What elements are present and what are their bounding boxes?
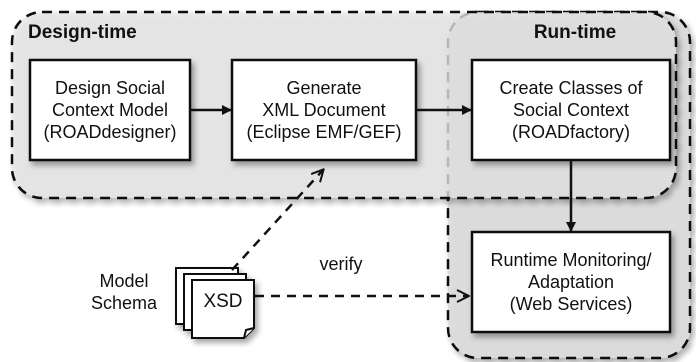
create-classes-box [470, 58, 672, 162]
model-schema-label: Model Schema [90, 271, 158, 313]
design-time-title: Design-time [28, 22, 137, 43]
generate-xml-box [230, 58, 418, 162]
runtime-monitoring-label: Runtime Monitoring/ Adaptation (Web Serv… [490, 250, 652, 314]
design-model-box [28, 58, 192, 162]
xsd-label: XSD [203, 291, 243, 312]
generate-xml-label: Generate XML Document (Eclipse EMF/GEF) [246, 78, 402, 142]
xsd-to-generate-dashed-arrow [231, 170, 323, 271]
run-time-title: Run-time [533, 22, 617, 43]
runtime-monitoring-box [470, 230, 672, 334]
xsd-document-stack [175, 267, 255, 339]
design-model-label: Design Social Context Model (ROADdesigne… [43, 78, 177, 142]
verify-label: verify [319, 254, 363, 274]
create-classes-label: Create Classes of Social Context (ROADfa… [499, 78, 643, 142]
